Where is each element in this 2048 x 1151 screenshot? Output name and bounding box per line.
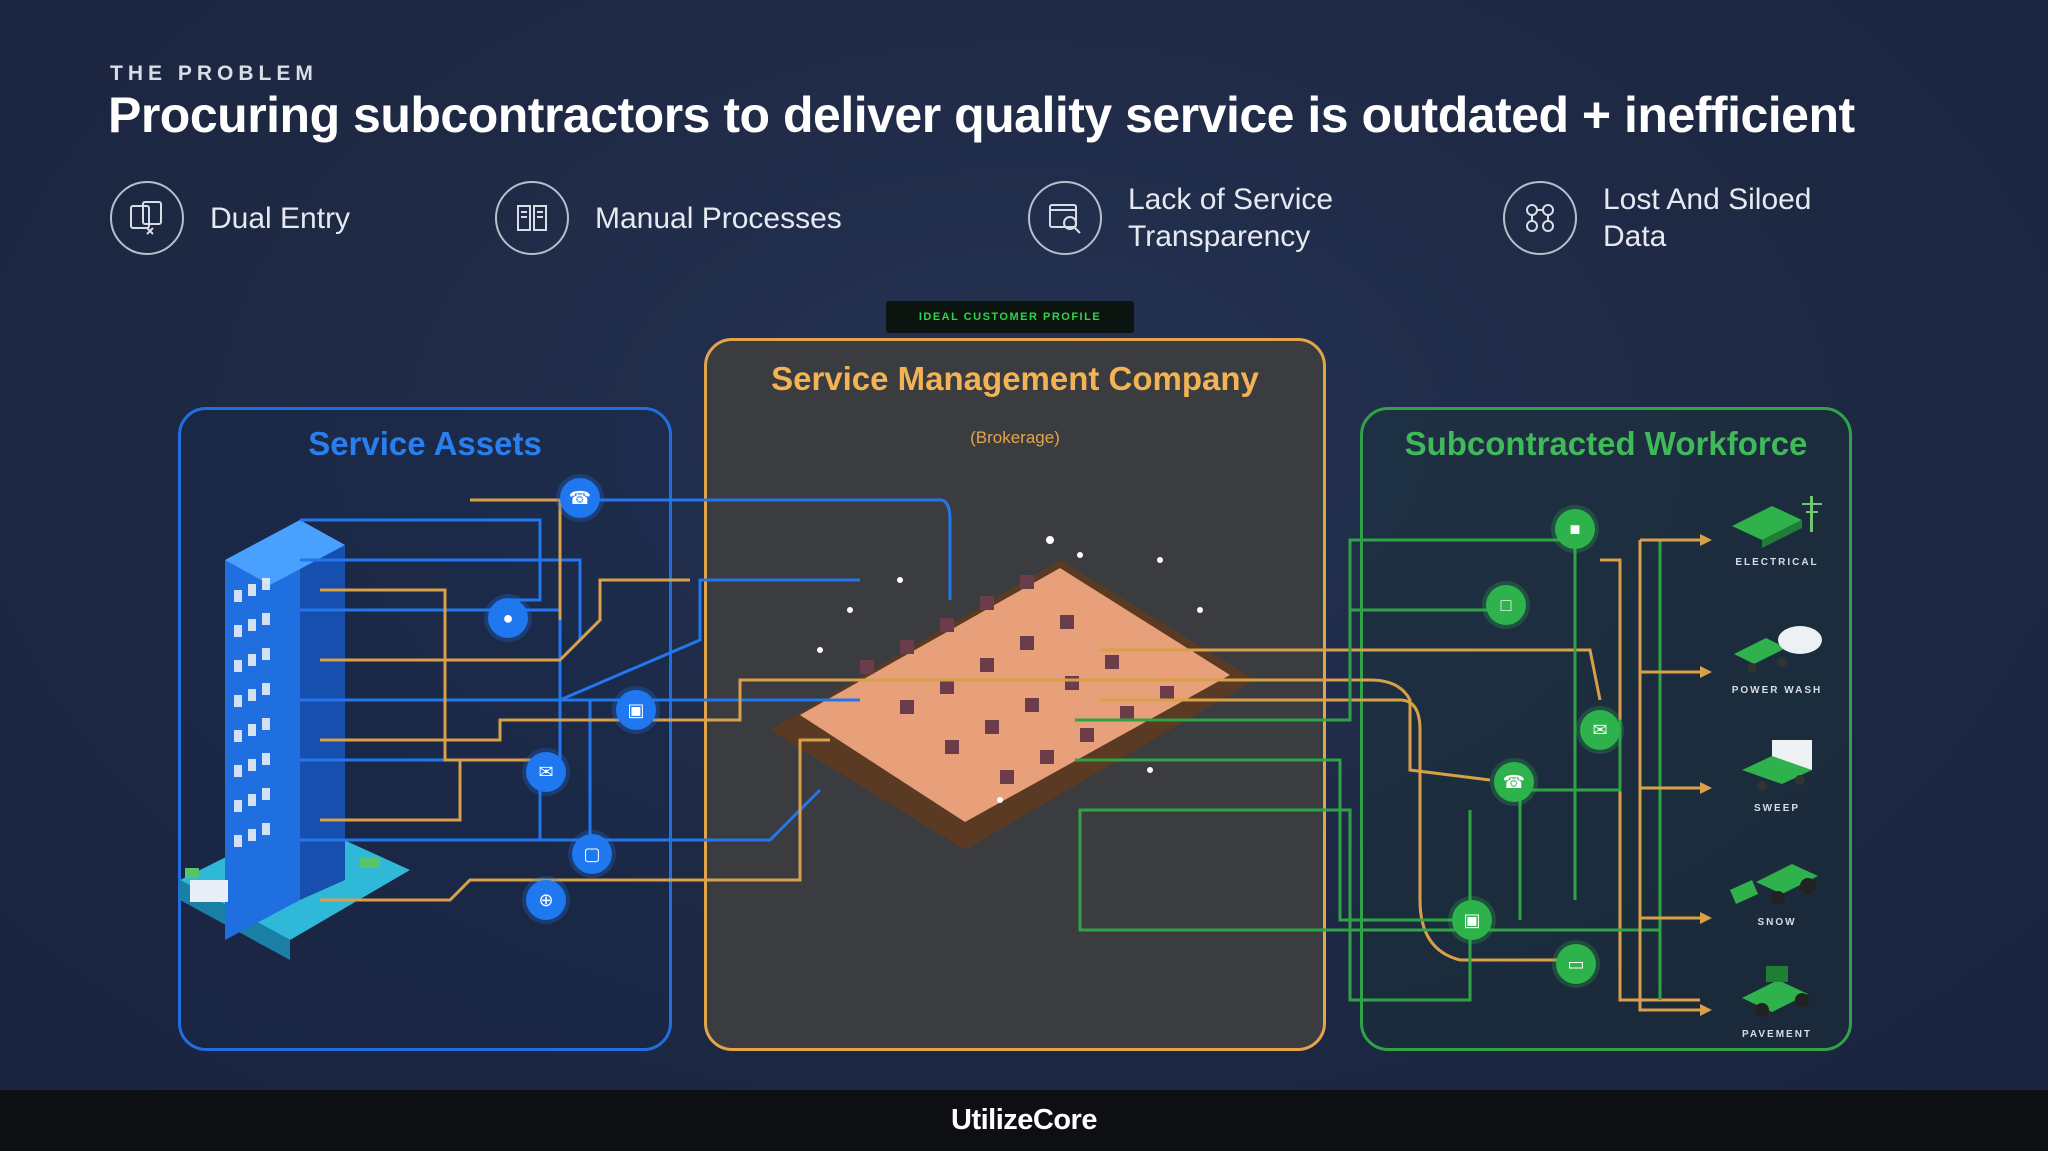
icp-tag: IDEAL CUSTOMER PROFILE: [886, 301, 1134, 333]
transparency-icon: [1028, 181, 1102, 255]
phone-icon: ☎: [1494, 762, 1534, 802]
trade-snow: SNOW: [1712, 846, 1842, 928]
card-icon: ▣: [616, 690, 656, 730]
brand-logo: UtilizeCore: [951, 1104, 1097, 1136]
problem-transparency: Lack of Service Transparency: [1028, 176, 1388, 260]
footer-bar: UtilizeCore: [0, 1090, 2048, 1151]
roller-icon: [1742, 966, 1809, 1017]
eyebrow-label: THE PROBLEM: [110, 62, 318, 85]
siloed-data-icon: [1503, 181, 1577, 255]
problem-siloed-data: Lost And Siloed Data: [1503, 176, 1863, 260]
power-wash-truck-icon: [1734, 626, 1822, 673]
trade-sweep: SWEEP: [1712, 732, 1842, 814]
lock-icon: ●: [488, 598, 528, 638]
document-icon: □: [1486, 585, 1526, 625]
problem-label: Lost And Siloed Data: [1603, 183, 1812, 253]
service-management-title: Service Management Company: [771, 360, 1259, 397]
trade-pavement: PAVEMENT: [1712, 958, 1842, 1040]
truck-icon: ■: [1555, 509, 1595, 549]
manual-process-icon: [495, 181, 569, 255]
target-icon: ⊕: [526, 880, 566, 920]
subcontracted-workforce-title: Subcontracted Workforce: [1404, 425, 1808, 462]
problem-label: Lack of Service Transparency: [1128, 183, 1334, 253]
dual-entry-icon: [110, 181, 184, 255]
office-illustration: [770, 536, 1255, 850]
tablet-icon: ▢: [572, 834, 612, 874]
trade-electrical: ELECTRICAL: [1712, 486, 1842, 568]
flow-lines: [180, 498, 1712, 1016]
page-title: Procuring subcontractors to deliver qual…: [108, 87, 1855, 143]
problem-label: Manual Processes: [595, 201, 842, 235]
sweeper-truck-icon: [1742, 740, 1812, 791]
electrical-truck-icon: [1732, 496, 1822, 548]
mail-icon: ✉: [1580, 710, 1620, 750]
building-illustration: [180, 520, 410, 960]
mail-icon: ✉: [526, 752, 566, 792]
card-icon: ▣: [1452, 900, 1492, 940]
service-assets-title: Service Assets: [308, 425, 542, 462]
snow-plow-icon: [1730, 864, 1818, 905]
trade-power-wash: POWER WASH: [1712, 614, 1842, 696]
brokerage-subtitle: (Brokerage): [970, 428, 1060, 447]
problem-label: Dual Entry: [210, 201, 351, 235]
problem-dual-entry: Dual Entry: [110, 176, 350, 260]
clipboard-icon: ▭: [1556, 944, 1596, 984]
phone-icon: ☎: [560, 478, 600, 518]
problem-manual-processes: Manual Processes: [495, 176, 842, 260]
